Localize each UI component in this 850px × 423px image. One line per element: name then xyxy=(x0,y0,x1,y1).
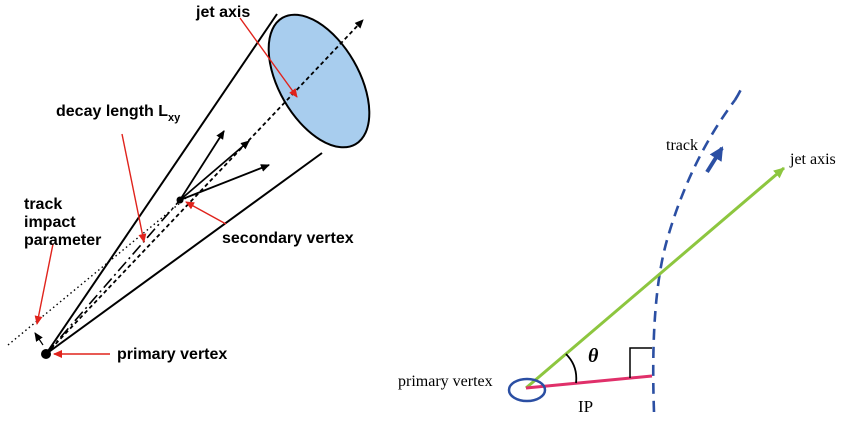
cone-mouth-ellipse xyxy=(267,13,371,149)
jet-axis-green-line xyxy=(525,166,785,390)
ip-segment xyxy=(525,374,653,390)
track-label: track xyxy=(666,137,698,154)
theta-label: θ xyxy=(588,345,599,367)
jet-axis-label: jet axis xyxy=(195,4,250,21)
sv-track-2 xyxy=(179,140,250,201)
primary-vertex-dot xyxy=(41,349,51,359)
impact-parameter-annotation-arrow xyxy=(34,243,54,325)
decay-length-main: decay length L xyxy=(56,103,168,120)
track-arrow xyxy=(705,146,724,174)
left-diagram: jet axis decay length Lxy track impact p… xyxy=(7,4,371,363)
decay-length-line xyxy=(45,199,181,355)
impact-parameter-arrow xyxy=(34,332,44,346)
track-curve-upper xyxy=(733,84,745,101)
decay-length-label: decay length Lxy xyxy=(56,103,181,124)
track-impact-parameter-label-line2: impact xyxy=(24,214,76,231)
track-impact-parameter-label-line1: track xyxy=(24,196,62,213)
jet-axis-label-right: jet axis xyxy=(789,151,836,168)
track-impact-parameter-label-line3: parameter xyxy=(24,232,101,249)
primary-vertex-ellipse xyxy=(507,377,547,403)
cone-edge-lower xyxy=(45,152,323,355)
primary-vertex-label-right: primary vertex xyxy=(398,373,493,390)
right-diagram: track jet axis θ primary vertex IP xyxy=(398,84,836,416)
ip-label: IP xyxy=(578,397,593,416)
secondary-vertex-label: secondary vertex xyxy=(222,230,354,247)
track-curve xyxy=(651,99,737,413)
primary-vertex-label: primary vertex xyxy=(117,346,227,363)
sv-track-1 xyxy=(179,130,225,201)
decay-length-subscript: xy xyxy=(168,112,181,124)
right-angle-marker xyxy=(629,347,652,378)
sv-track-3 xyxy=(179,164,270,201)
secondary-vertex-annotation-arrow xyxy=(185,201,227,225)
jet-axis-annotation-arrow xyxy=(239,17,298,98)
cone-edge-upper xyxy=(45,13,278,355)
secondary-vertex-dot xyxy=(176,196,184,204)
decay-length-annotation-arrow xyxy=(121,133,147,243)
theta-arc xyxy=(565,353,578,384)
